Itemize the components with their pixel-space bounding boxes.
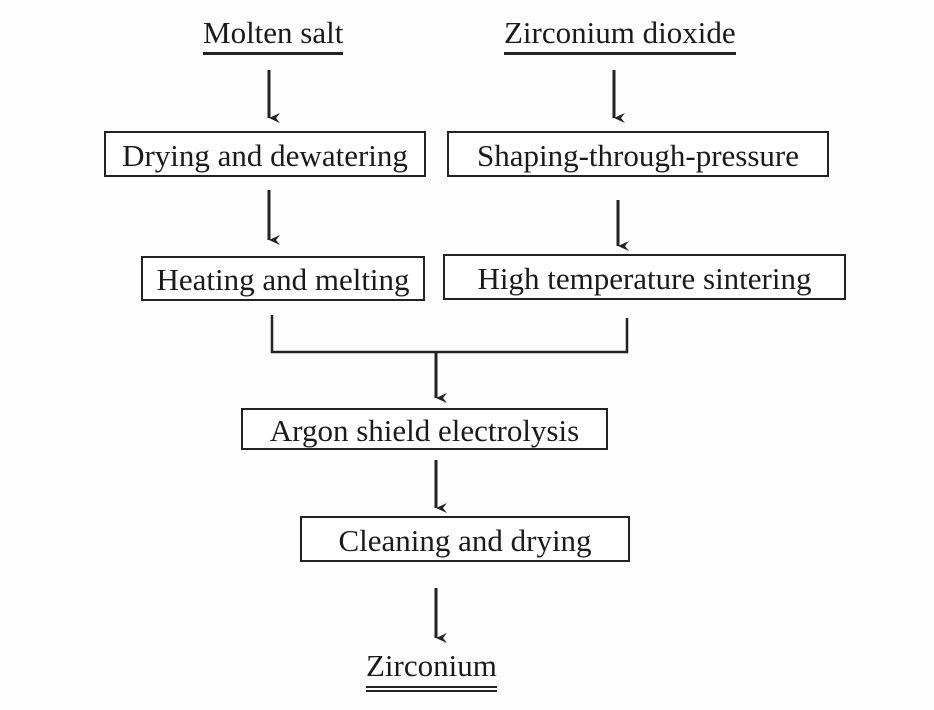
input-molten-salt: Molten salt <box>203 17 344 55</box>
step-argon-shield-electrolysis: Argon shield electrolysis <box>241 408 608 450</box>
output-zirconium: Zirconium <box>366 650 497 692</box>
step-cleaning-and-drying: Cleaning and drying <box>300 516 630 562</box>
input-zirconium-dioxide: Zirconium dioxide <box>504 17 736 55</box>
merge-bracket <box>270 315 629 354</box>
step-heating-and-melting: Heating and melting <box>141 256 425 301</box>
step-shaping-through-pressure: Shaping-through-pressure <box>447 131 829 177</box>
step-drying-and-dewatering: Drying and dewatering <box>104 131 426 177</box>
step-high-temperature-sintering: High temperature sintering <box>443 254 846 300</box>
